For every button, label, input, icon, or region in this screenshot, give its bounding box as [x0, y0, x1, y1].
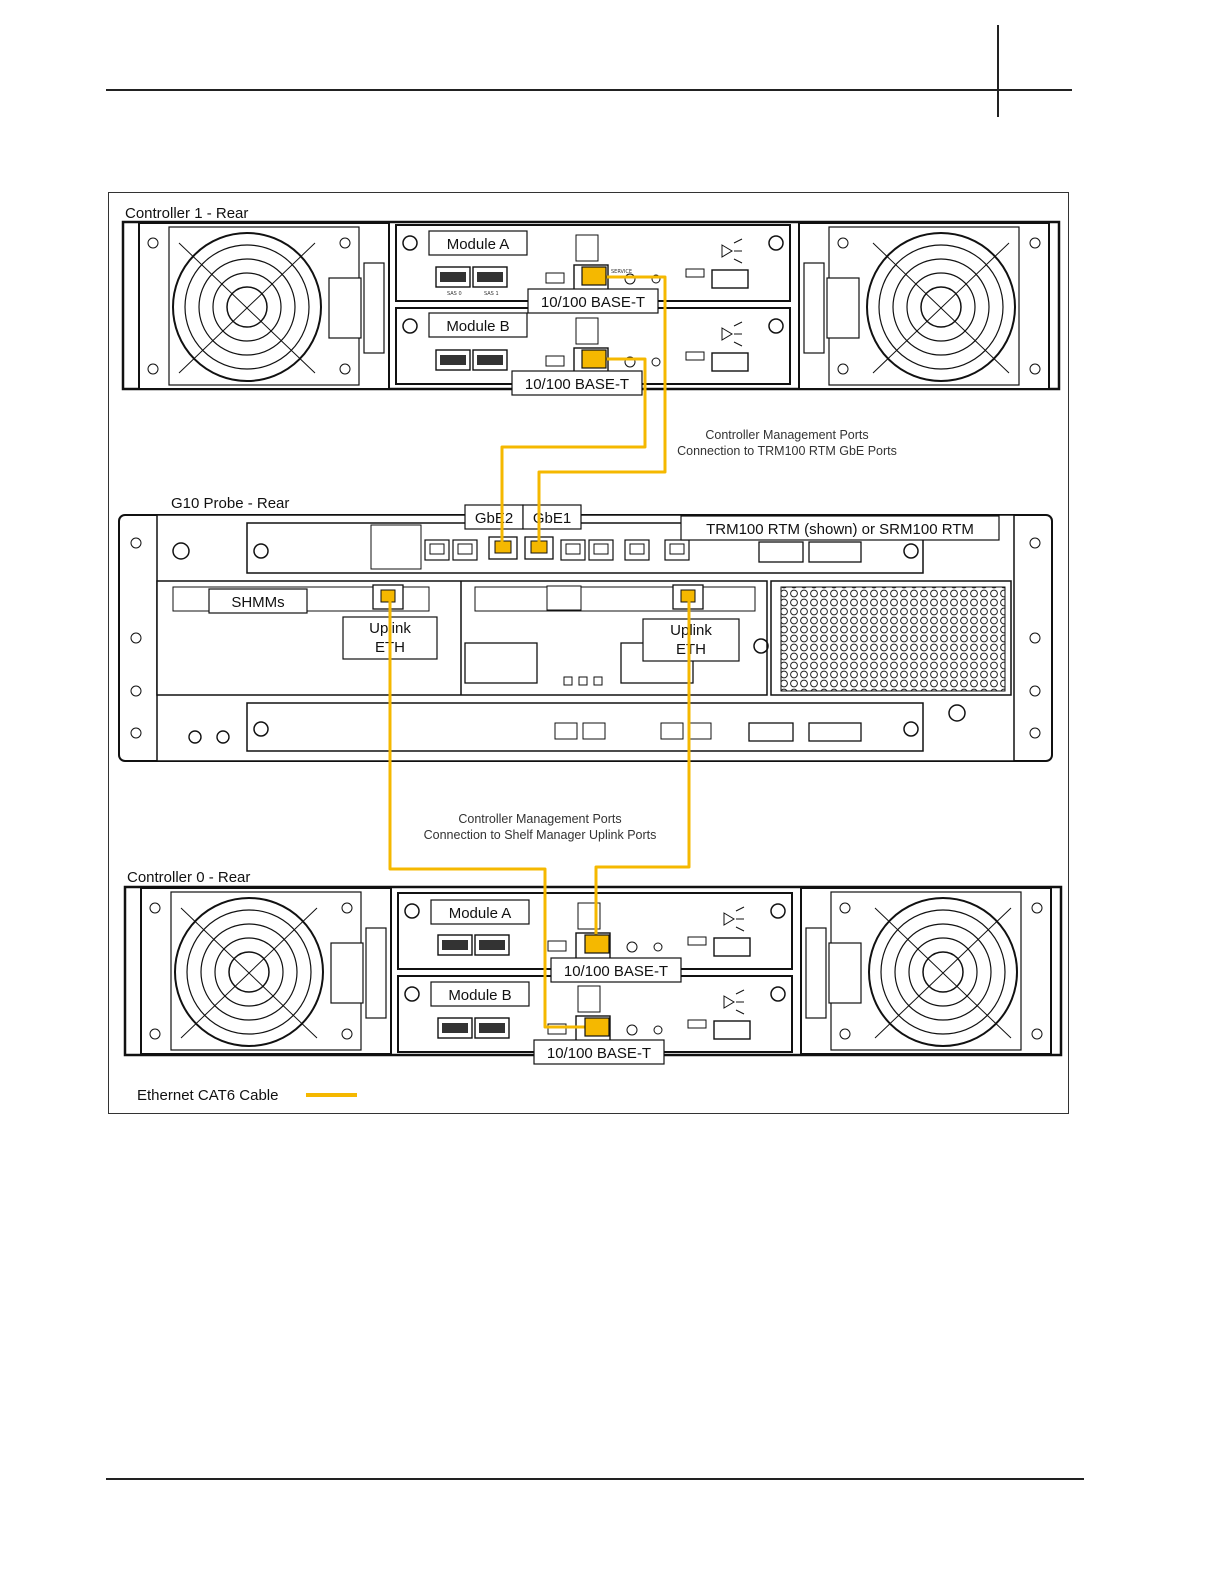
cable-uplink-left-to-c0b — [388, 597, 593, 1029]
controller1-module-a-mgmt-port — [581, 266, 607, 286]
controller1-module-b-label: Module B — [446, 318, 509, 335]
note-top-line1: Controller Management Ports — [705, 428, 868, 442]
controller1-sas1-label: SAS 1 — [484, 291, 499, 297]
note-bottom-line2: Connection to Shelf Manager Uplink Ports — [424, 828, 657, 842]
controller1-right-psu-fan-icon — [798, 222, 1050, 390]
controller0-module-a-mgmt-port — [584, 934, 610, 954]
controller0-module-b-mgmt-port — [584, 1017, 610, 1037]
controller1-port-b-label: 10/100 BASE-T — [525, 376, 629, 393]
header-tick — [997, 25, 999, 117]
probe-uplink-right-line2: ETH — [676, 641, 706, 658]
probe-rtm-label: TRM100 RTM (shown) or SRM100 RTM — [706, 521, 974, 538]
ethernet-cables — [388, 275, 691, 1029]
controller1-sas0-label: SAS 0 — [447, 291, 462, 297]
probe-chassis — [118, 514, 1053, 762]
note-bottom-line1: Controller Management Ports — [458, 812, 621, 826]
probe-gbe2-label: GbE2 — [475, 510, 513, 527]
controller0-module-b-label: Module B — [448, 987, 511, 1004]
cable-uplink-right-to-c0a — [594, 597, 691, 945]
controller0-port-a-label: 10/100 BASE-T — [564, 963, 668, 980]
footer-rule — [106, 1478, 1084, 1480]
cabling-diagram: Controller 1 - Rear Module A Module B 10… — [118, 205, 1063, 1104]
probe-uplink-right-line1: Uplink — [670, 622, 712, 639]
controller0-port-b-label: 10/100 BASE-T — [547, 1045, 651, 1062]
probe-title: G10 Probe - Rear — [171, 495, 289, 512]
controller0-right-psu-fan-icon — [800, 887, 1052, 1055]
probe-shmms-label: SHMMs — [231, 594, 284, 611]
probe-gbe1-label: GbE1 — [533, 510, 571, 527]
note-top-line2: Connection to TRM100 RTM GbE Ports — [677, 444, 897, 458]
cable-c1b-to-gbe2 — [500, 357, 647, 545]
controller1-module-b-mgmt-port — [581, 349, 607, 369]
controller1-module-a-label: Module A — [447, 236, 510, 253]
controller1-port-a-label: 10/100 BASE-T — [541, 294, 645, 311]
cable-c1a-to-gbe1 — [537, 275, 667, 545]
controller1-service-label: SERVICE — [611, 269, 632, 275]
legend-label: Ethernet CAT6 Cable — [137, 1087, 278, 1104]
header-rule — [106, 89, 1072, 91]
controller0-module-a-label: Module A — [449, 905, 512, 922]
controller0-left-psu-fan-icon — [140, 887, 392, 1055]
cabling-figure: Controller 1 - Rear Module A Module B 10… — [108, 192, 1069, 1114]
controller1-left-psu-fan-icon — [138, 222, 390, 390]
controller0-title: Controller 0 - Rear — [127, 869, 250, 886]
controller1-title: Controller 1 - Rear — [125, 205, 248, 222]
